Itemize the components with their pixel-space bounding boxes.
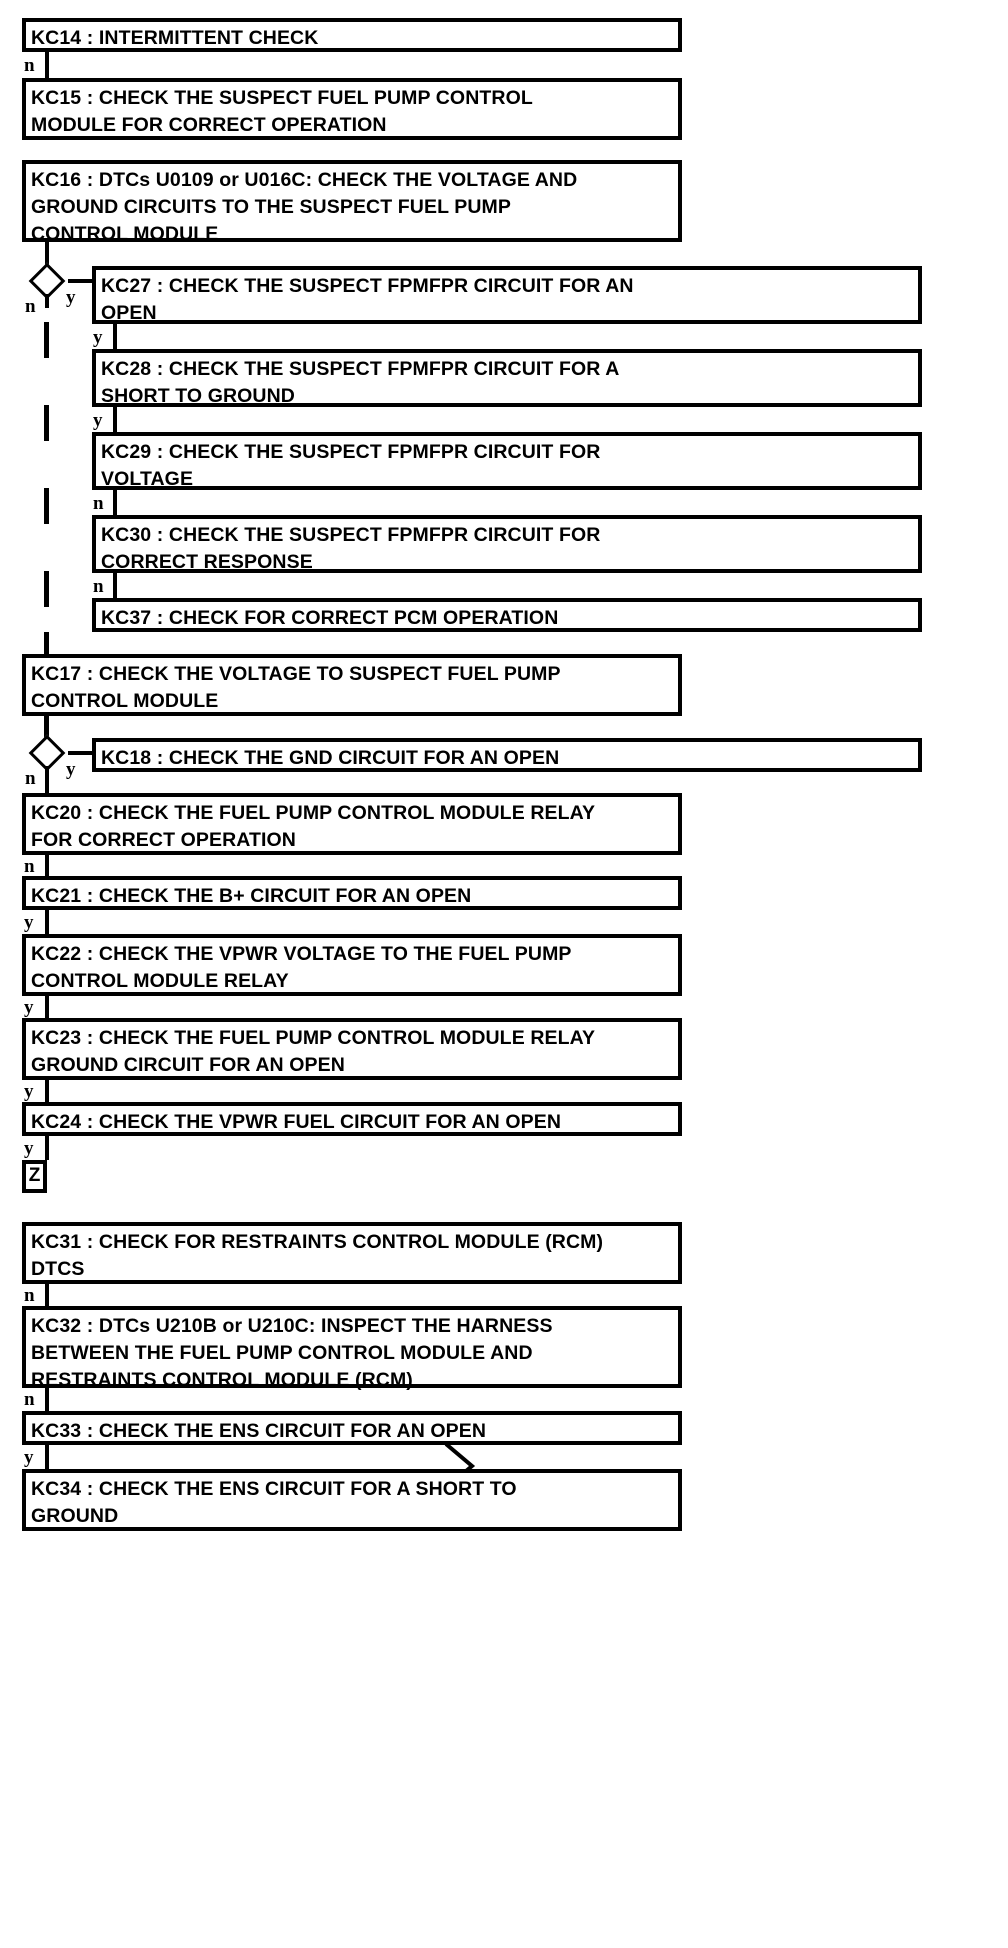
dashed-segment-3 [44,488,49,524]
connector-kc24-offpage [45,1136,49,1160]
flow-node-kc16[interactable]: KC16 : DTCs U0109 or U016C: CHECK THE VO… [22,160,682,245]
flow-node-kc18[interactable]: KC18 : CHECK THE GND CIRCUIT FOR AN OPEN [92,738,922,772]
branch-label-kc32-kc33: n [24,1389,35,1410]
connector-kc32-kc33 [45,1388,49,1411]
branch-label-decision2-no: n [25,768,36,789]
flow-node-kc31[interactable]: KC31 : CHECK FOR RESTRAINTS CONTROL MODU… [22,1222,682,1284]
connector-kc28-kc29 [113,407,117,433]
connector-kc31-kc32 [45,1284,49,1306]
flow-node-kc21[interactable]: KC21 : CHECK THE B+ CIRCUIT FOR AN OPEN [22,876,682,910]
branch-label-decision1-yes: y [66,287,76,308]
branch-label-kc30-kc37: n [93,576,104,597]
connector-kc29-kc30 [113,490,117,516]
flow-node-kc28[interactable]: KC28 : CHECK THE SUSPECT FPMFPR CIRCUIT … [92,349,922,407]
offpage-connector-z[interactable]: Z [22,1160,47,1193]
flow-node-kc20[interactable]: KC20 : CHECK THE FUEL PUMP CONTROL MODUL… [22,793,682,855]
connector-kc27-kc28 [113,324,117,350]
dashed-segment-5 [44,632,49,664]
connector-kc22-kc23 [45,996,49,1018]
branch-label-kc28-kc29: y [93,410,103,431]
connector-kc33-kc34 [45,1445,49,1469]
connector-kc16-decision1 [45,242,49,268]
flow-node-kc29[interactable]: KC29 : CHECK THE SUSPECT FPMFPR CIRCUIT … [92,432,922,490]
flow-node-kc23[interactable]: KC23 : CHECK THE FUEL PUMP CONTROL MODUL… [22,1018,682,1080]
branch-label-kc31-kc32: n [24,1285,35,1306]
flow-node-kc24[interactable]: KC24 : CHECK THE VPWR FUEL CIRCUIT FOR A… [22,1102,682,1136]
branch-label-kc24-offpage: y [24,1138,34,1159]
flow-node-kc37[interactable]: KC37 : CHECK FOR CORRECT PCM OPERATION [92,598,922,632]
dashed-segment-1 [44,322,49,358]
branch-label-decision1-no: n [25,296,36,317]
connector-decision1-no-stub [45,294,49,308]
branch-label-kc20-kc21: n [24,856,35,877]
flow-node-kc15[interactable]: KC15 : CHECK THE SUSPECT FUEL PUMP CONTR… [22,78,682,140]
branch-label-kc33-kc34: y [24,1447,34,1468]
dashed-segment-2 [44,405,49,441]
connector-kc14-kc15 [45,52,49,78]
branch-label-kc23-kc24: y [24,1081,34,1102]
branch-label-kc22-kc23: y [24,997,34,1018]
flow-node-kc17[interactable]: KC17 : CHECK THE VOLTAGE TO SUSPECT FUEL… [22,654,682,716]
connector-kc17-decision2 [45,716,49,742]
flow-node-kc33[interactable]: KC33 : CHECK THE ENS CIRCUIT FOR AN OPEN [22,1411,682,1445]
branch-label-kc29-kc30: n [93,493,104,514]
branch-label-kc14-kc15: n [24,55,35,76]
connector-kc21-kc22 [45,910,49,934]
flow-node-kc32[interactable]: KC32 : DTCs U210B or U210C: INSPECT THE … [22,1306,682,1391]
connector-decision2-kc18 [68,751,94,755]
branch-label-kc27-kc28: y [93,327,103,348]
connector-decision2-kc20 [45,766,49,794]
flow-node-kc34[interactable]: KC34 : CHECK THE ENS CIRCUIT FOR A SHORT… [22,1469,682,1531]
flow-node-kc30[interactable]: KC30 : CHECK THE SUSPECT FPMFPR CIRCUIT … [92,515,922,573]
dashed-segment-4 [44,571,49,607]
flow-node-kc27[interactable]: KC27 : CHECK THE SUSPECT FPMFPR CIRCUIT … [92,266,922,324]
flow-node-kc22[interactable]: KC22 : CHECK THE VPWR VOLTAGE TO THE FUE… [22,934,682,996]
branch-label-decision2-yes: y [66,759,76,780]
connector-kc23-kc24 [45,1080,49,1102]
connector-decision1-kc27 [68,279,94,283]
flow-node-kc14[interactable]: KC14 : INTERMITTENT CHECK [22,18,682,52]
connector-kc30-kc37 [113,573,117,599]
branch-label-kc21-kc22: y [24,912,34,933]
connector-kc20-kc21 [45,855,49,877]
